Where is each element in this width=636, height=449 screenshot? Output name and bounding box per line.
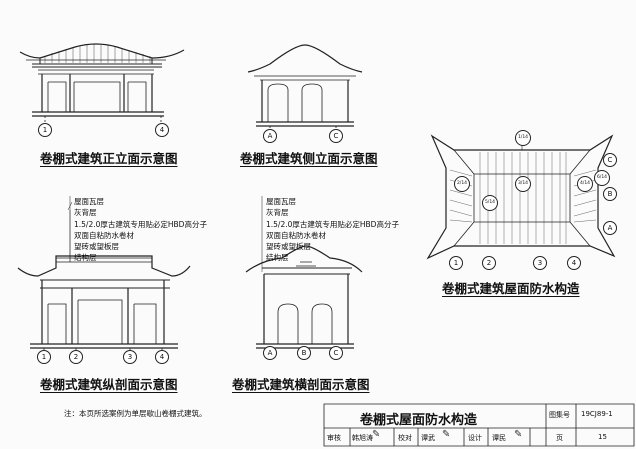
- roof-plan-axis-a: A: [603, 221, 617, 235]
- roof-plan-axis-4: 4: [567, 256, 581, 270]
- atlas-label: 图集号: [549, 411, 570, 419]
- roof-plan-axis-1: 1: [449, 256, 463, 270]
- front-elevation-drawing: [19, 43, 185, 126]
- roof-plan-axis-2: 2: [482, 256, 496, 270]
- detail-mark-2: 2/14: [454, 176, 470, 192]
- checker-name: 谭武: [421, 434, 435, 442]
- sheet-title: 卷棚式屋面防水构造: [360, 413, 478, 428]
- layer-label: 屋面瓦层: [266, 197, 296, 206]
- check-label: 校对: [398, 434, 412, 442]
- cross-section-axis-b: B: [297, 346, 311, 360]
- detail-mark-3: 3/14: [515, 176, 531, 192]
- longitudinal-section-caption: 卷棚式建筑纵剖面示意图: [40, 377, 178, 392]
- layer-label: 结构层: [74, 253, 97, 263]
- side-elevation-caption: 卷棚式建筑侧立面示意图: [240, 151, 378, 166]
- front-elevation-caption: 卷棚式建筑正立面示意图: [40, 151, 178, 166]
- page-note: 注：本页所选案例为单层歇山卷棚式建筑。: [64, 409, 207, 418]
- longitudinal-axis-1: 1: [37, 350, 51, 364]
- design-label: 设计: [468, 434, 482, 442]
- designer-signature: ✎: [514, 429, 523, 440]
- cross-section-axis-c: C: [329, 346, 343, 360]
- longitudinal-axis-3: 3: [123, 350, 137, 364]
- cross-section-caption: 卷棚式建筑横剖面示意图: [232, 377, 370, 392]
- roof-plan-axis-c: C: [603, 153, 617, 167]
- layer-label: 1.5/2.0厚古建筑专用贴必定HBD高分子: [74, 219, 207, 229]
- roof-plan-caption: 卷棚式建筑屋面防水构造: [442, 281, 580, 296]
- longitudinal-section-drawing: [17, 255, 191, 354]
- side-elevation-drawing: [247, 44, 363, 132]
- longitudinal-axis-4: 4: [155, 350, 169, 364]
- layer-label: 望砖或望板层: [74, 242, 119, 252]
- layer-list-cross: 屋面瓦层 灰背层 1.5/2.0厚古建筑专用贴必定HBD高分子 双面自粘防水卷材…: [266, 196, 399, 264]
- review-label: 审核: [327, 434, 341, 442]
- atlas-number: 19CJ89-1: [581, 410, 613, 418]
- reviewer-signature: ✎: [372, 429, 381, 440]
- layer-label: 双面自粘防水卷材: [266, 230, 326, 240]
- title-block-frame: [323, 403, 635, 447]
- front-elevation-axis-4: 4: [155, 123, 169, 137]
- layer-label: 结构层: [266, 253, 289, 263]
- layer-label: 望砖或望板层: [266, 242, 311, 252]
- checker-signature: ✎: [442, 429, 451, 440]
- roof-plan-axis-3: 3: [533, 256, 547, 270]
- detail-mark-4: 4/14: [577, 176, 593, 192]
- layer-label: 灰背层: [266, 208, 289, 218]
- detail-mark-5: 5/14: [482, 195, 498, 211]
- designer-name: 谭民: [492, 434, 506, 442]
- detail-mark-6: 6/14: [594, 170, 610, 186]
- layer-label: 双面自粘防水卷材: [74, 230, 134, 240]
- layer-list-longitudinal: 屋面瓦层 灰背层 1.5/2.0厚古建筑专用贴必定HBD高分子 双面自粘防水卷材…: [74, 196, 207, 264]
- layer-label: 1.5/2.0厚古建筑专用贴必定HBD高分子: [266, 219, 399, 229]
- longitudinal-axis-2: 2: [69, 350, 83, 364]
- side-elevation-axis-a: A: [263, 129, 277, 143]
- layer-label: 灰背层: [74, 208, 97, 218]
- roof-plan-drawing: [426, 134, 616, 260]
- side-elevation-axis-c: C: [329, 129, 343, 143]
- detail-mark-1: 1/14: [515, 130, 531, 146]
- page-number: 15: [598, 433, 607, 441]
- layer-leader-lines: [67, 196, 263, 272]
- roof-plan-axis-b: B: [603, 187, 617, 201]
- front-elevation-axis-1: 1: [38, 123, 52, 137]
- reviewer-name: 韩旭涛: [352, 434, 373, 442]
- page-label: 页: [556, 434, 563, 442]
- layer-label: 屋面瓦层: [74, 197, 104, 206]
- cross-section-axis-a: A: [263, 346, 277, 360]
